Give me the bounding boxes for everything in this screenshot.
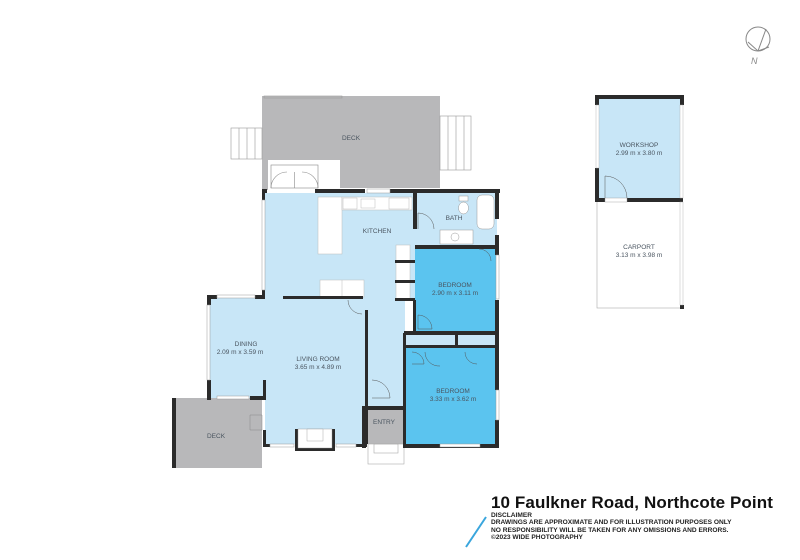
doors xyxy=(249,212,492,431)
disclaimer-heading: DISCLAIMER xyxy=(491,512,533,519)
bath-label: BATH xyxy=(446,215,463,222)
living-dims: 3.65 m x 4.89 m xyxy=(295,364,342,371)
workshop-label: WORKSHOP xyxy=(620,142,659,149)
disclaimer-line-2: NO RESPONSIBILITY WILL BE TAKEN FOR ANY … xyxy=(491,526,729,534)
windows xyxy=(206,188,500,448)
bedroom2-label: BEDROOM xyxy=(436,388,470,395)
bedroom1-label: BEDROOM xyxy=(438,282,472,289)
house-fills xyxy=(210,193,497,444)
disclaimer-line-3: ©2023 WIDE PHOTOGRAPHY xyxy=(491,534,583,542)
brand-slash-icon xyxy=(465,516,487,548)
entry-label: ENTRY xyxy=(373,419,396,426)
carport-label: CARPORT xyxy=(623,244,655,251)
outbuilding: WORKSHOP 2.99 m x 3.80 m CARPORT 3.13 m … xyxy=(595,95,684,309)
stairs-right xyxy=(439,115,472,171)
fireplace xyxy=(295,428,335,451)
disclaimer: DISCLAIMER DRAWINGS ARE APPROXIMATE AND … xyxy=(491,512,732,542)
living-label: LIVING ROOM xyxy=(296,356,339,363)
kitchen-fixtures xyxy=(317,196,413,301)
deck-top-label: DECK xyxy=(342,135,361,142)
deck-bottom-label: DECK xyxy=(207,433,226,440)
deck-bottom: DECK xyxy=(172,398,262,468)
carport-dims: 3.13 m x 3.98 m xyxy=(616,252,663,259)
bath-fixtures xyxy=(439,194,495,245)
deck-top: DECK xyxy=(230,95,472,190)
workshop-dims: 2.99 m x 3.80 m xyxy=(616,150,663,157)
kitchen-label: KITCHEN xyxy=(363,228,392,235)
compass-label: N xyxy=(751,56,758,66)
dining-dims: 2.09 m x 3.59 m xyxy=(217,349,264,356)
north-arrow-icon: N xyxy=(745,26,771,66)
disclaimer-line-1: DRAWINGS ARE APPROXIMATE AND FOR ILLUSTR… xyxy=(491,519,732,527)
entry-steps xyxy=(367,443,405,465)
bedroom2-dims: 3.33 m x 3.62 m xyxy=(430,396,477,403)
bedroom1-dims: 2.90 m x 3.11 m xyxy=(432,290,478,297)
walls xyxy=(207,189,500,448)
stairs-left xyxy=(230,127,263,160)
french-doors-top xyxy=(270,164,319,189)
property-title: 10 Faulkner Road, Northcote Point xyxy=(491,493,773,512)
dining-label: DINING xyxy=(235,341,258,348)
